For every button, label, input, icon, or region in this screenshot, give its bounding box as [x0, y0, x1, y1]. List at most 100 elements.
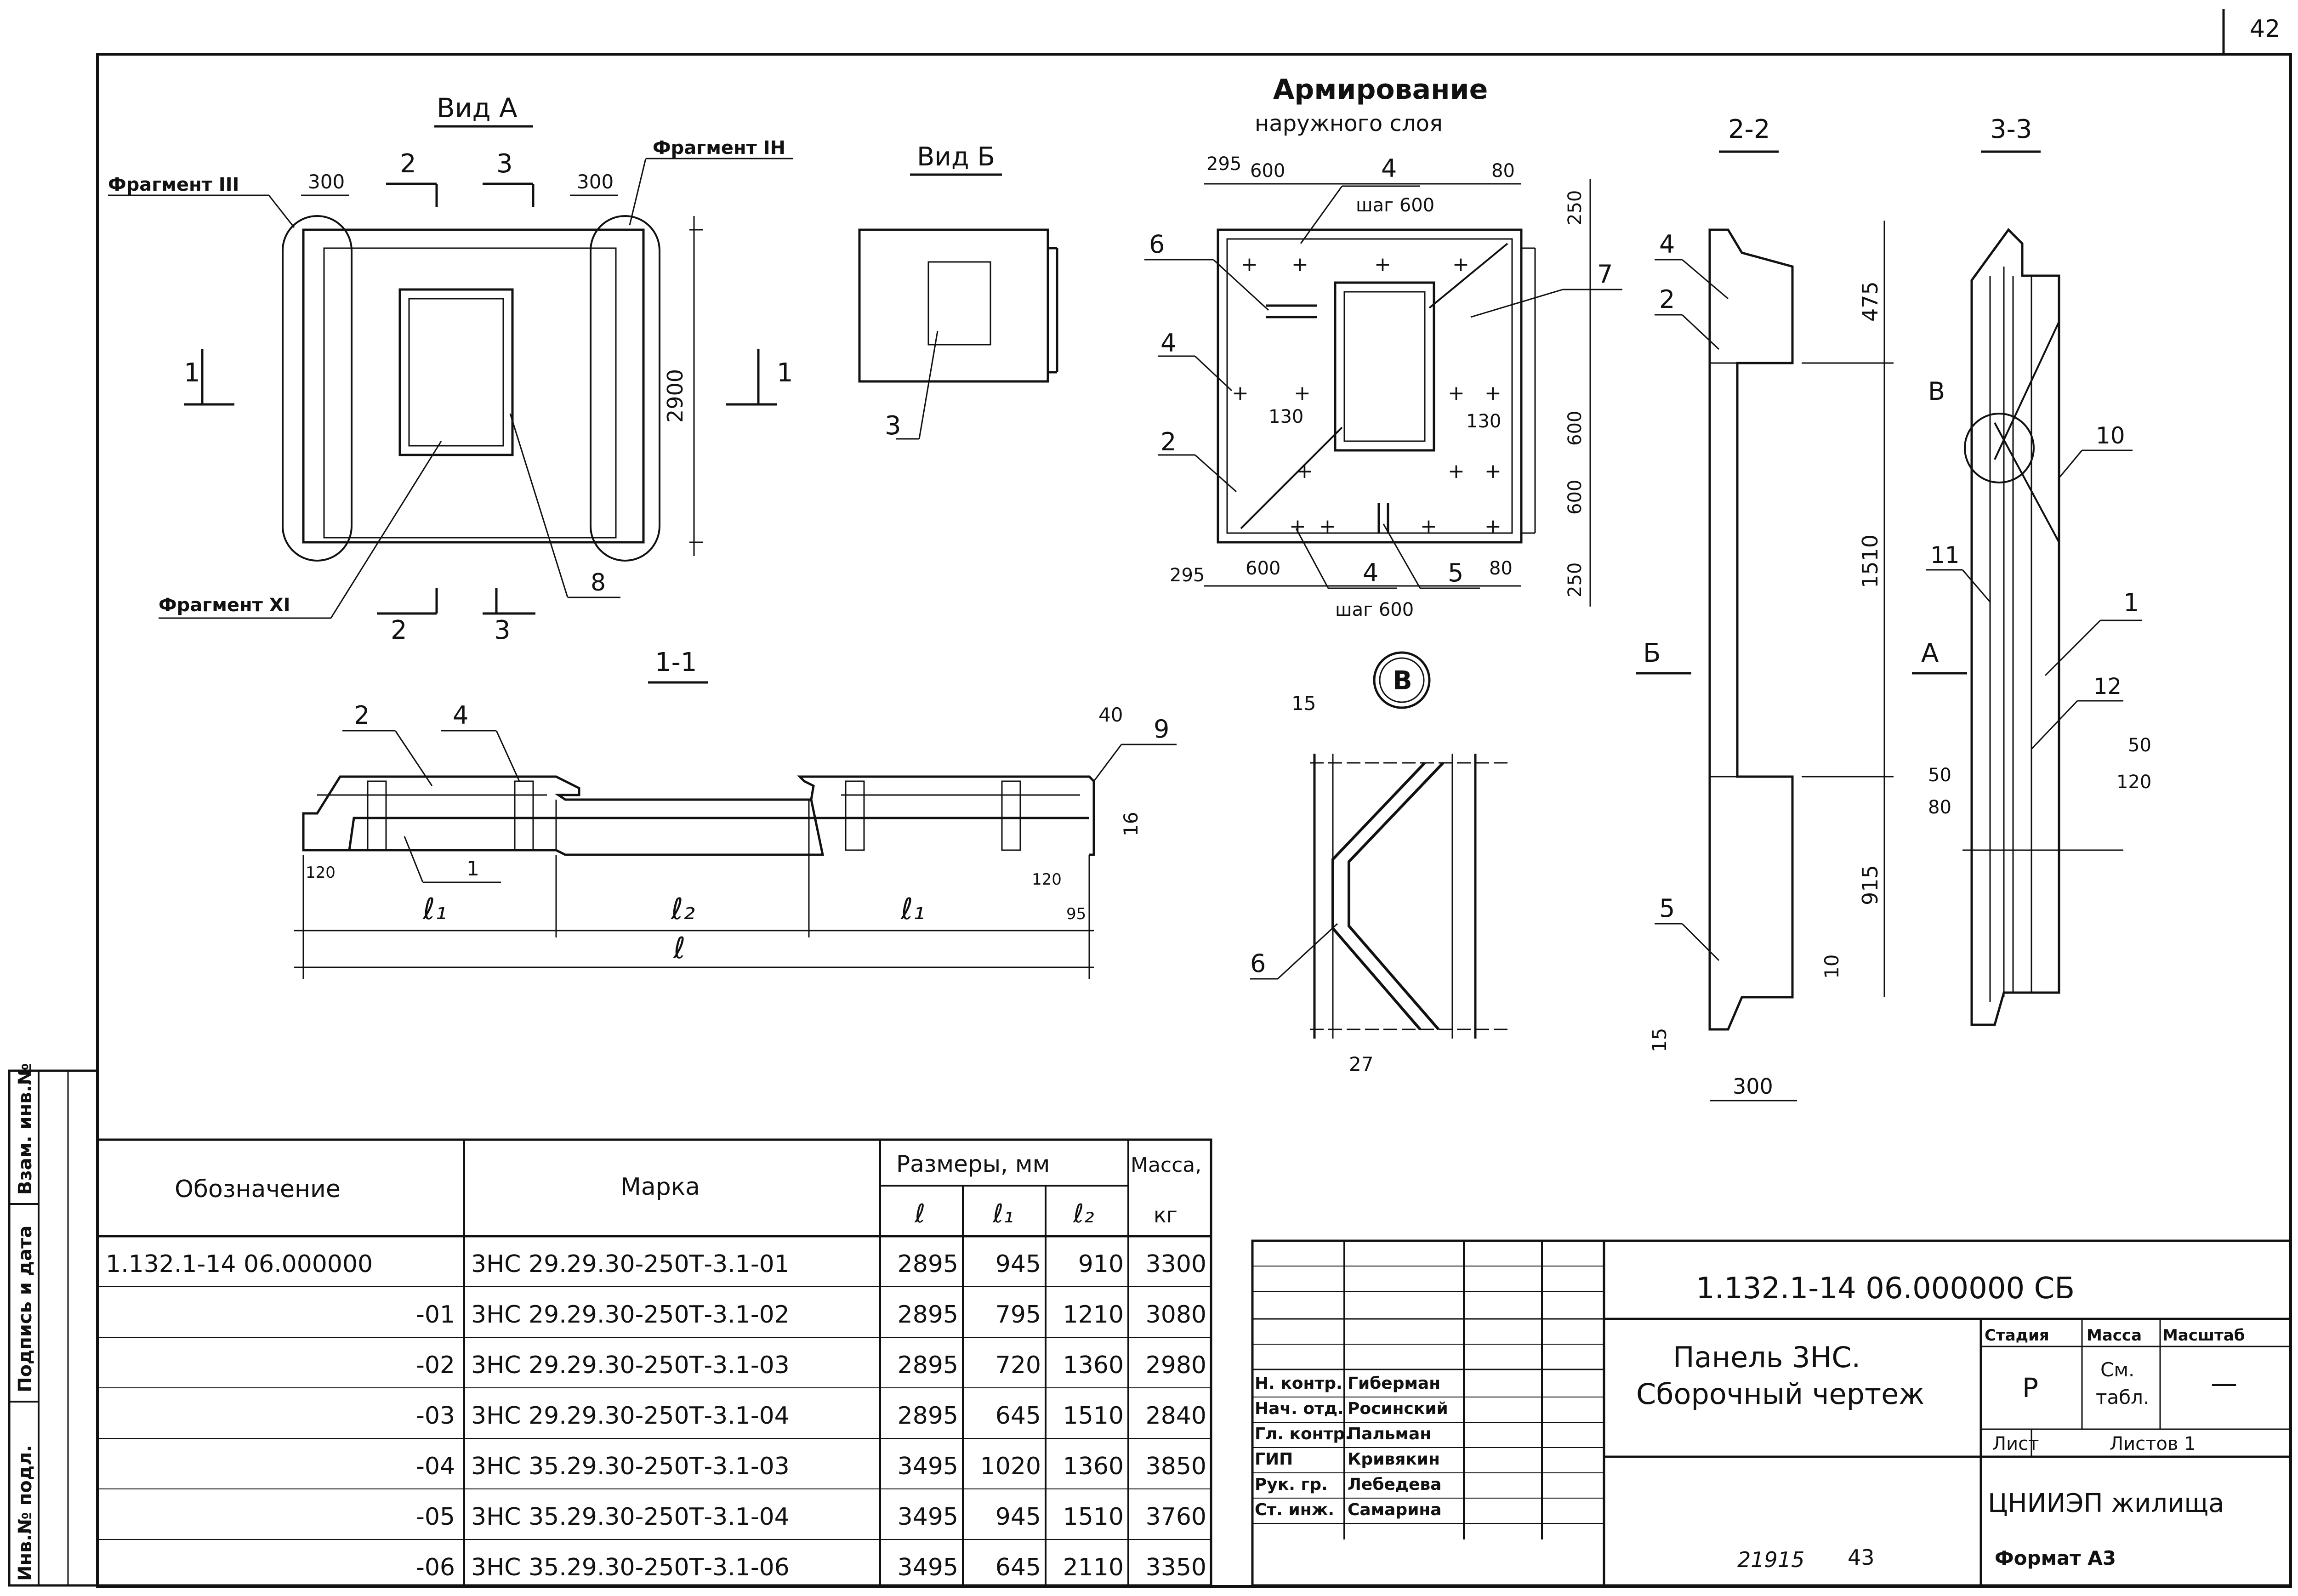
spec-cell-l: 2895 — [898, 1301, 958, 1329]
svg-text:+: + — [1448, 460, 1465, 483]
spec-cell-l: 3495 — [898, 1503, 958, 1531]
spec-cell-designation: -02 — [416, 1352, 455, 1379]
view-b-title: Вид Б — [917, 142, 995, 172]
spec-cell-mark: 3НС 35.29.30-250Т-3.1-04 — [471, 1503, 790, 1531]
spec-cell-l1: 645 — [995, 1554, 1041, 1581]
title-line-2: Сборочный чертеж — [1636, 1377, 1924, 1411]
header-mark: Марка — [620, 1173, 700, 1201]
role-name: Гиберман — [1348, 1374, 1440, 1393]
section-22-dim-915: 915 — [1858, 865, 1883, 905]
reinf-dim-600-bottom: 600 — [1246, 558, 1280, 579]
spec-cell-l: 3495 — [898, 1453, 958, 1480]
view-a-section-3-top: 3 — [496, 149, 513, 179]
stamp-cell-inv-orig: Инв.№ подл. — [15, 1445, 36, 1581]
reinf-dim-600-upper: 600 — [1564, 411, 1586, 446]
header-mass-unit: кг — [1154, 1203, 1177, 1227]
reinforcement-title: Армирование — [1273, 74, 1488, 106]
section-33-dim-50-left: 50 — [1928, 765, 1951, 786]
section-11-l1-right: ℓ₁ — [900, 892, 925, 926]
view-b: Вид Б 3 — [858, 142, 1058, 441]
spec-cell-mark: 3НС 29.29.30-250Т-3.1-03 — [471, 1352, 790, 1379]
role-name: Кривякин — [1348, 1450, 1440, 1469]
section-22-view-b-label: Б — [1643, 638, 1661, 668]
header-mass: Масса, — [1131, 1153, 1201, 1177]
role-title: Нач. отд. — [1255, 1399, 1344, 1418]
section-11-callout-1: 1 — [466, 857, 479, 880]
reinf-dim-600-top: 600 — [1250, 160, 1285, 182]
organization: ЦНИИЭП жилища — [1988, 1488, 2224, 1518]
section-11-callout-9: 9 — [1154, 715, 1169, 744]
format-label: Формат А3 — [1995, 1547, 2116, 1569]
fragment-in-label: Фрагмент IН — [653, 137, 785, 159]
spec-cell-l: 2895 — [898, 1402, 958, 1430]
role-name: Пальман — [1348, 1425, 1431, 1443]
bottom-left-number: 21915 — [1737, 1547, 1804, 1572]
rebar-marks: ++++ ++++ +++ ++++ — [1232, 253, 1502, 538]
spec-cell-l1: 945 — [995, 1503, 1041, 1531]
fragment-xi-label: Фрагмент XI — [159, 595, 290, 616]
view-a-callout-8: 8 — [591, 569, 606, 596]
reinf-dim-130-right: 130 — [1466, 411, 1501, 432]
role-title: Рук. гр. — [1255, 1475, 1328, 1494]
svg-text:+: + — [1232, 381, 1249, 405]
spec-cell-mass: 3760 — [1146, 1503, 1206, 1531]
role-title: ГИП — [1255, 1450, 1293, 1469]
section-11-title: 1-1 — [655, 647, 697, 677]
node-v-dim-15: 15 — [1291, 692, 1316, 715]
spec-cell-l: 2895 — [898, 1352, 958, 1379]
view-a-dim-2900: 2900 — [663, 369, 688, 423]
section-33-dim-50-right: 50 — [2128, 735, 2151, 756]
scale-value: — — [2211, 1368, 2237, 1399]
svg-text:+: + — [1296, 460, 1313, 483]
stage-value: Р — [2022, 1372, 2038, 1403]
reinf-dim-295-top: 295 — [1206, 153, 1241, 175]
spec-cell-l: 2895 — [898, 1250, 958, 1278]
svg-text:+: + — [1374, 253, 1391, 276]
section-33-callout-12: 12 — [2093, 674, 2122, 699]
section-11-l: ℓ — [673, 931, 685, 966]
node-v-label: В — [1393, 666, 1412, 696]
spec-cell-designation: -05 — [416, 1503, 455, 1531]
section-22-callout-5: 5 — [1659, 894, 1675, 923]
section-11-l2: ℓ₂ — [671, 892, 695, 926]
reinf-dim-295-bottom: 295 — [1170, 565, 1205, 586]
section-22-dim-15: 15 — [1648, 1028, 1671, 1052]
reinf-callout-7: 7 — [1597, 260, 1613, 289]
view-a-section-1-right: 1 — [777, 358, 793, 388]
node-v-dim-27: 27 — [1349, 1053, 1373, 1075]
stamp-cell-inv: Взам. инв.№ — [15, 1063, 36, 1195]
role-name: Самарина — [1348, 1500, 1442, 1519]
spec-table-header: Обозначение Марка Размеры, мм Масса, ℓ ℓ… — [175, 1151, 1201, 1229]
spec-cell-l1: 720 — [995, 1352, 1041, 1379]
reinforcement-subtitle: наружного слоя — [1255, 111, 1443, 136]
sheet-frame: 42 — [96, 9, 2292, 1588]
section-33-view-a-label: А — [1921, 638, 1939, 668]
spec-cell-l2: 1510 — [1063, 1402, 1124, 1430]
reinforcement-view: Армирование наружного слоя ++++ ++++ +++… — [1144, 74, 1622, 620]
role-title: Н. контр. — [1255, 1374, 1342, 1393]
reinf-callout-2: 2 — [1160, 427, 1176, 456]
section-33-dim-80: 80 — [1928, 797, 1951, 818]
spec-cell-l1: 795 — [995, 1301, 1041, 1329]
sheets-label: Листов 1 — [2110, 1433, 2196, 1454]
view-a-section-2-top: 2 — [400, 149, 416, 179]
section-2-2: 2-2 475 1510 915 10 15 300 Б 4 2 5 — [1636, 114, 1894, 1102]
mass-value-1: См. — [2100, 1358, 2134, 1381]
page-number: 42 — [2250, 15, 2280, 43]
title-block-text: 1.132.1-14 06.000000 СБ Панель 3НС. Сбор… — [1636, 1272, 2245, 1518]
reinf-callout-4-top: 4 — [1381, 154, 1397, 183]
section-33-callout-10: 10 — [2096, 422, 2125, 449]
spec-cell-l2: 910 — [1078, 1250, 1124, 1278]
role-name: Лебедева — [1348, 1475, 1441, 1494]
section-11-callout-2: 2 — [354, 701, 370, 730]
spec-cell-mark: 3НС 35.29.30-250Т-3.1-03 — [471, 1453, 790, 1480]
role-title: Ст. инж. — [1255, 1500, 1334, 1519]
bottom-right-number: 43 — [1848, 1545, 1875, 1570]
spec-cell-mass: 3350 — [1146, 1554, 1206, 1581]
section-22-dim-1510: 1510 — [1858, 534, 1883, 588]
spec-cell-designation: 1.132.1-14 06.000000 — [106, 1250, 373, 1278]
section-33-node-label: В — [1928, 377, 1945, 406]
spec-cell-l2: 1210 — [1063, 1301, 1124, 1329]
reinf-dim-600-lower: 600 — [1564, 480, 1586, 515]
spec-cell-l2: 1360 — [1063, 1453, 1124, 1480]
